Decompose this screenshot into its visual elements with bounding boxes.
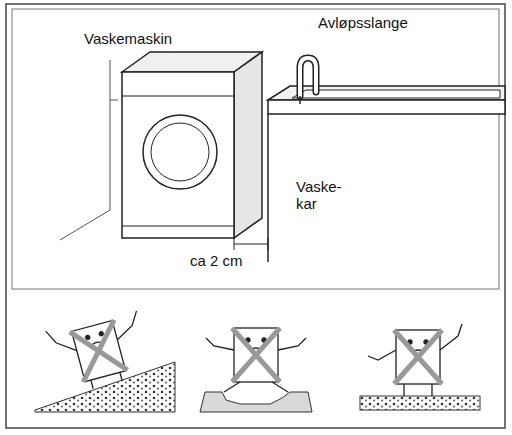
- washing-machine: [122, 52, 262, 238]
- cartoon-carpet: [360, 324, 480, 410]
- wall: [60, 60, 118, 240]
- cartoon-uneven: [200, 328, 312, 412]
- frame: [6, 4, 505, 428]
- dimension-label: ca 2 cm: [190, 252, 243, 269]
- part-label: Avløpsslange: [318, 14, 408, 31]
- sink: [268, 86, 505, 262]
- part-label: Vaske- kar: [296, 178, 342, 213]
- cartoon-slope: [35, 307, 175, 412]
- gap-dimension: [234, 238, 268, 250]
- drain-hose: [300, 58, 316, 104]
- part-label: Vaskemaskin: [84, 30, 172, 47]
- panel: [12, 9, 499, 289]
